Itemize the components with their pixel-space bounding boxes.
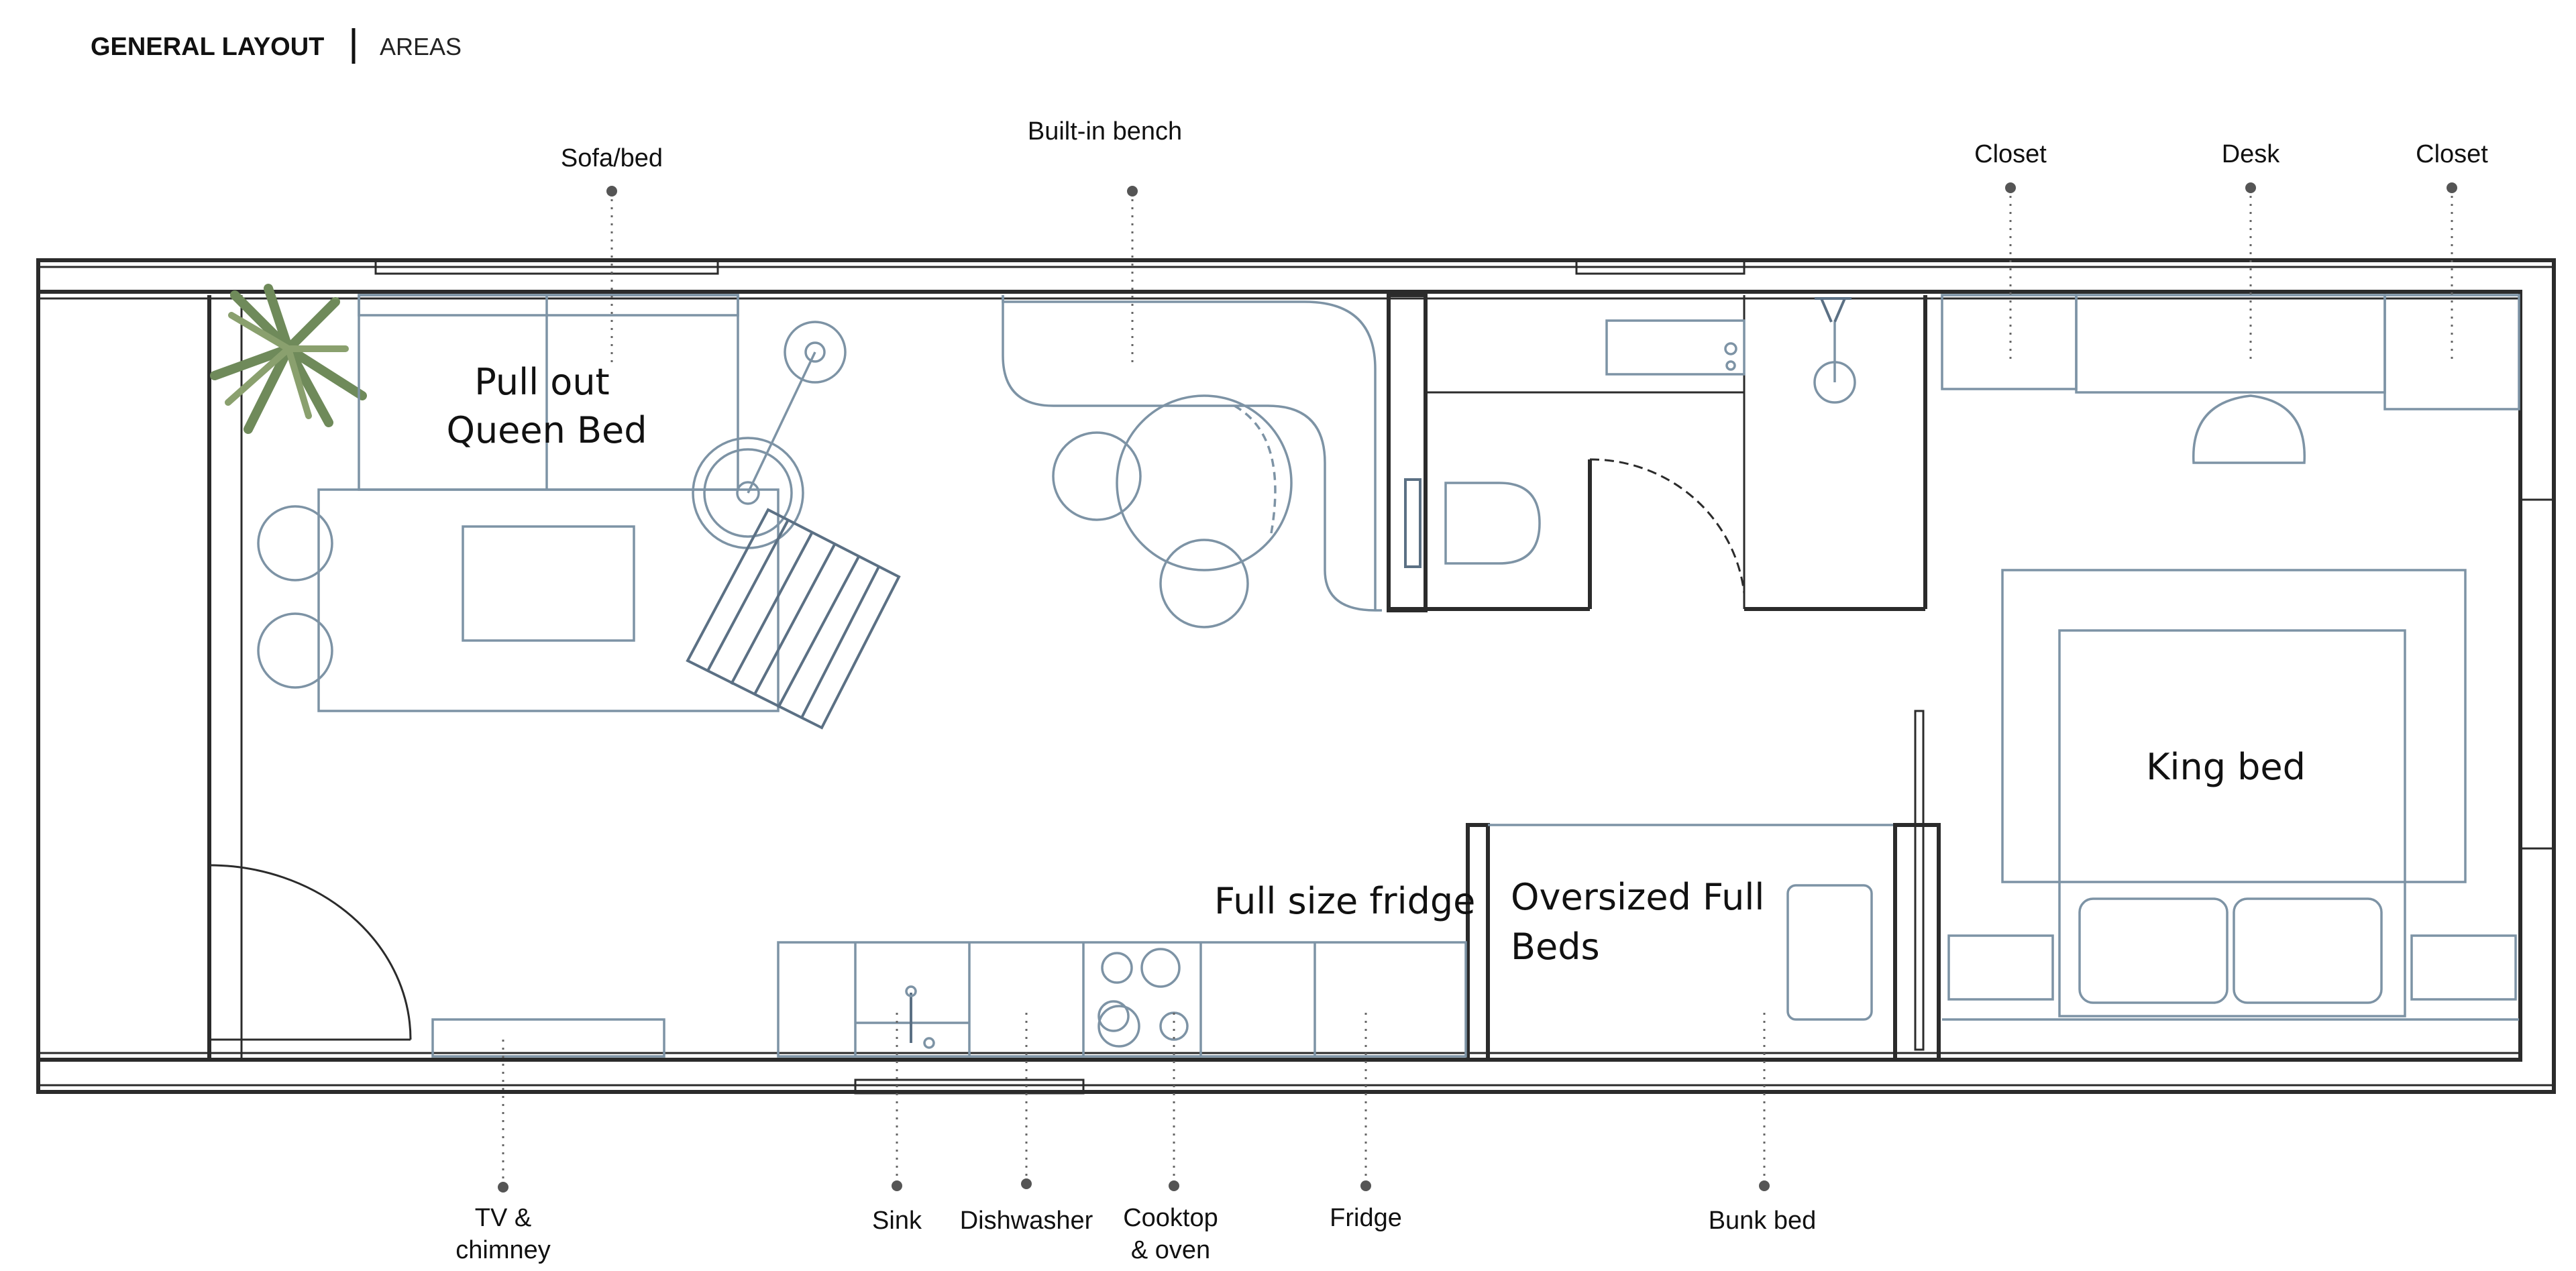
plant-icon: [210, 284, 367, 434]
label-tv-line1: TV &: [475, 1204, 531, 1232]
cooktop-icon: [1097, 948, 1189, 1048]
layout-title: GENERAL LAYOUT: [91, 33, 324, 61]
label-king-bed: King bed: [2146, 746, 2306, 788]
label-fridge: Fridge: [1330, 1204, 1402, 1232]
layout-subtitle: AREAS: [380, 33, 462, 60]
king-bed: [1942, 569, 2519, 1021]
label-cooktop-line1: Cooktop: [1123, 1204, 1218, 1232]
top-leaders: [606, 182, 2457, 362]
label-sofa-bed: Sofa/bed: [561, 144, 663, 172]
lounge-chair: [686, 508, 901, 730]
stool-1: [257, 505, 333, 582]
bedroom-cabinets: [1941, 294, 2520, 464]
label-queen-line2: Queen Bed: [446, 409, 647, 451]
toilet-icon: [1404, 478, 1541, 568]
bunk-beds: [1466, 710, 1941, 1062]
label-desk: Desk: [2222, 140, 2281, 168]
kitchen-counter: [777, 941, 1467, 1058]
floor-lamp: [692, 321, 847, 549]
label-full-beds-line2: Beds: [1511, 926, 1600, 968]
bathroom-sink: [1605, 319, 1746, 376]
exterior-walls: [36, 258, 2556, 1094]
built-in-bench: [1002, 295, 1382, 612]
label-queen-line1: Pull out: [474, 361, 609, 403]
label-built-in-bench: Built-in bench: [1028, 117, 1182, 146]
label-bunk-bed: Bunk bed: [1709, 1207, 1817, 1235]
label-dishwasher: Dishwasher: [960, 1207, 1093, 1235]
coffee-table: [462, 525, 635, 642]
top-windows: [374, 259, 1746, 1095]
bathroom: [1387, 293, 1927, 612]
tv-unit: [431, 1018, 665, 1058]
dining-table: [1052, 394, 1293, 628]
label-closet-left: Closet: [1974, 140, 2047, 168]
label-full-beds-line1: Oversized Full: [1511, 876, 1764, 918]
stool-2: [257, 612, 333, 689]
label-cooktop-line2: & oven: [1131, 1236, 1210, 1264]
label-closet-right: Closet: [2416, 140, 2488, 168]
label-tv-line2: chimney: [455, 1236, 551, 1264]
label-sink: Sink: [872, 1207, 922, 1235]
rug: [317, 488, 780, 712]
shower-icon: [1813, 297, 1856, 404]
bottom-leaders: [498, 1013, 1770, 1193]
label-full-size-fridge: Full size fridge: [1214, 880, 1475, 922]
entry-door: [207, 864, 412, 1041]
sink-icon: [905, 985, 935, 1049]
